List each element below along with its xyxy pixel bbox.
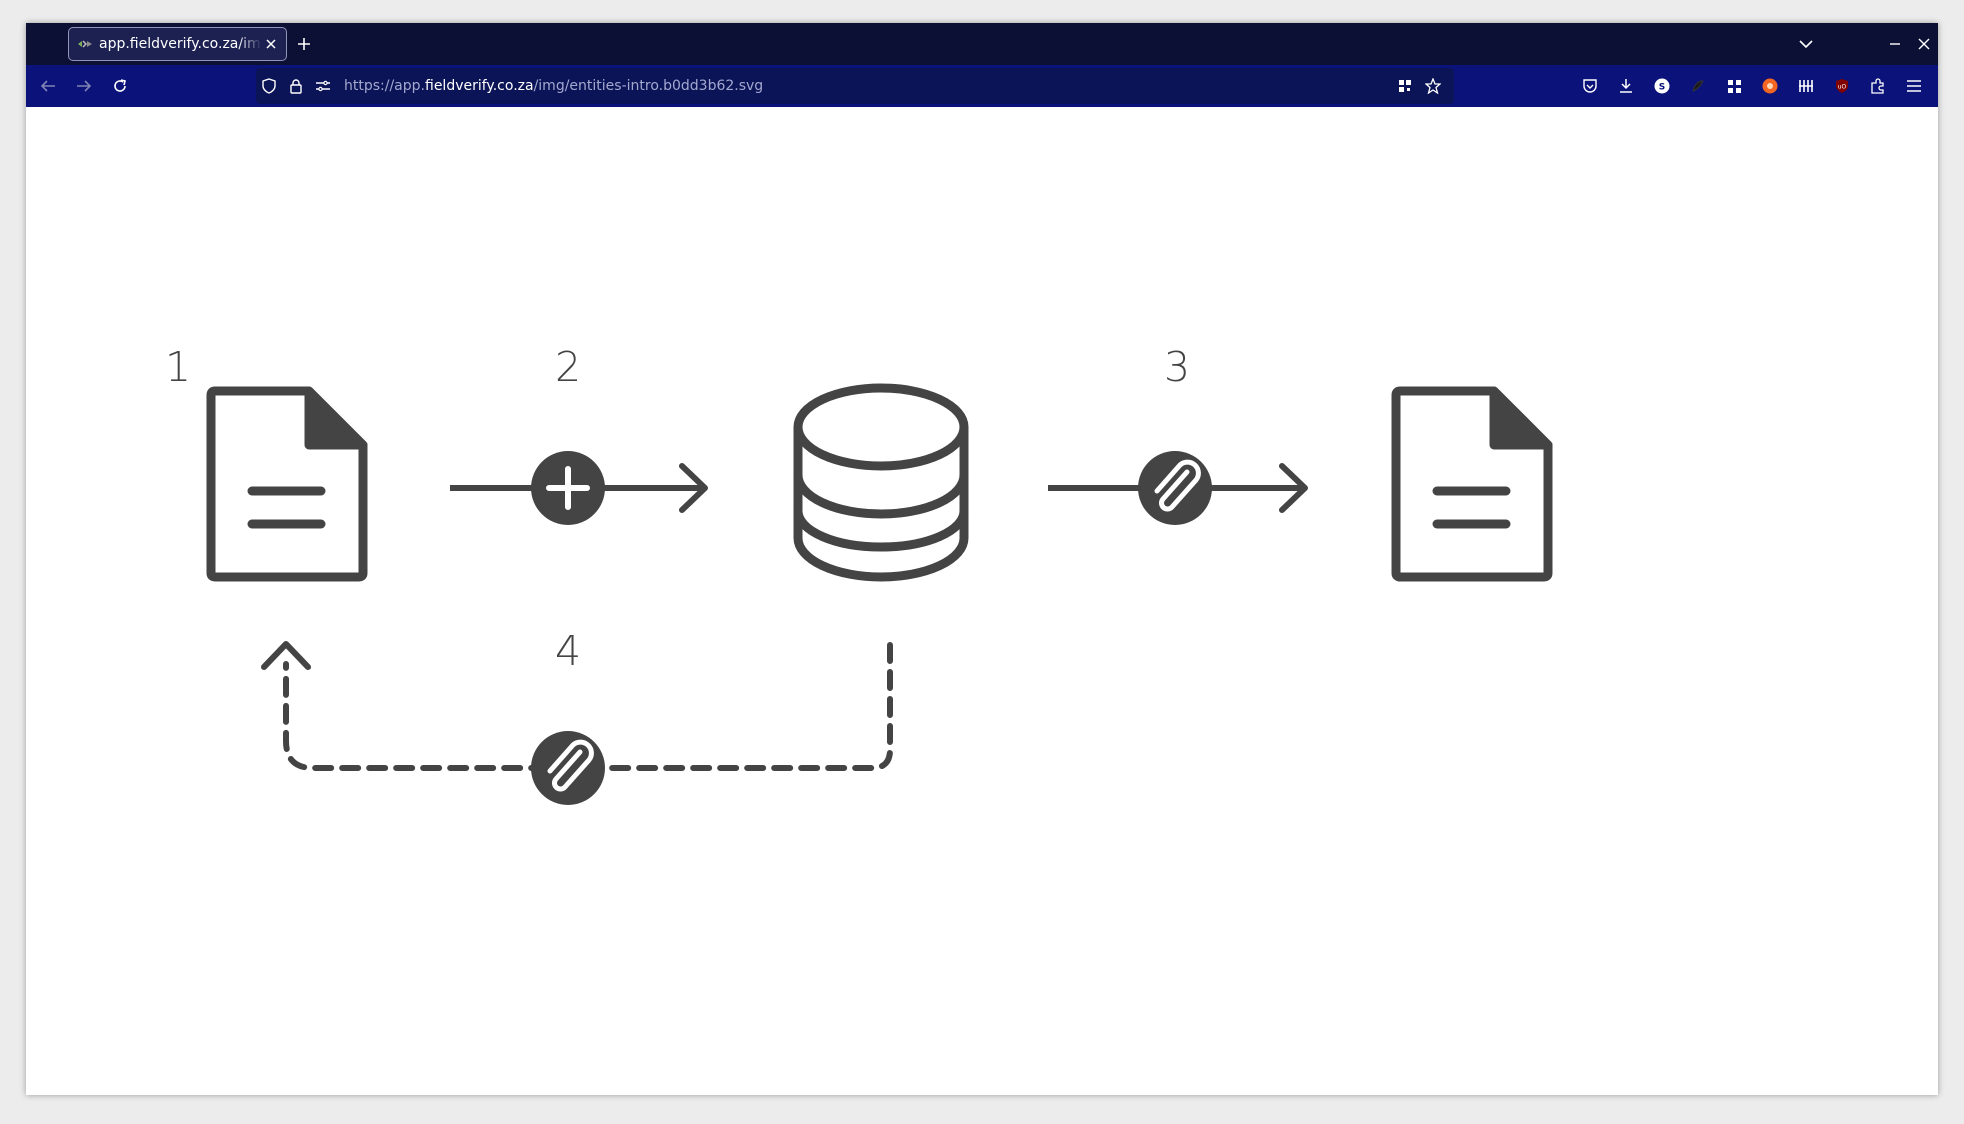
- new-tab-icon[interactable]: [295, 35, 313, 53]
- paperclip-icon: [1138, 451, 1212, 525]
- back-arrow-icon[interactable]: [39, 77, 57, 95]
- url-domain: fieldverify.co.za: [425, 78, 534, 94]
- paperclip-icon: [531, 731, 605, 805]
- hamburger-menu-icon[interactable]: [1905, 77, 1923, 95]
- browser-window: app.fieldverify.co.za/img/entities-intro…: [26, 23, 1938, 1095]
- pocket-icon[interactable]: [1581, 77, 1599, 95]
- forward-arrow-icon[interactable]: [75, 77, 93, 95]
- extension-bars-icon[interactable]: [1797, 77, 1815, 95]
- step-number-1: 1: [164, 343, 192, 391]
- url-path: /img/entities-intro.b0dd3b62.svg: [533, 78, 764, 94]
- account-icon[interactable]: S: [1653, 77, 1671, 95]
- svg-text:S: S: [1659, 83, 1665, 93]
- extension-orange-icon[interactable]: [1761, 77, 1779, 95]
- step-number-3: 3: [1163, 343, 1191, 391]
- svg-viewer: 1 2 3 4: [26, 107, 1938, 1095]
- document-icon: [1391, 386, 1553, 582]
- minimize-icon[interactable]: [1886, 35, 1904, 53]
- qr-code-icon[interactable]: [1396, 77, 1414, 95]
- extension-grid-icon[interactable]: [1725, 77, 1743, 95]
- reload-icon[interactable]: [111, 77, 129, 95]
- attach-connector: [1048, 451, 1308, 525]
- return-connector: [261, 641, 893, 805]
- url-bar[interactable]: https://app.fieldverify.co.za/img/entiti…: [256, 68, 1454, 104]
- close-tab-icon[interactable]: [264, 37, 278, 51]
- entities-intro-diagram: [206, 383, 1553, 805]
- shield-icon[interactable]: [260, 77, 278, 95]
- step-number-4: 4: [554, 627, 582, 675]
- active-tab[interactable]: app.fieldverify.co.za/img/entities-intro…: [68, 27, 287, 61]
- downloads-icon[interactable]: [1617, 77, 1635, 95]
- database-icon: [793, 383, 969, 582]
- url-text[interactable]: https://app.fieldverify.co.za/img/entiti…: [344, 68, 763, 104]
- permissions-icon[interactable]: [314, 77, 332, 95]
- plus-icon: [531, 451, 605, 525]
- extensions-puzzle-icon[interactable]: [1869, 77, 1887, 95]
- tab-title: app.fieldverify.co.za/img/entities-intro…: [99, 36, 262, 52]
- lock-icon[interactable]: [287, 77, 305, 95]
- svg-text:uO: uO: [1838, 84, 1847, 91]
- add-connector: [450, 451, 708, 525]
- bookmark-star-icon[interactable]: [1424, 77, 1442, 95]
- fieldverify-icon: [77, 39, 93, 49]
- document-icon: [206, 386, 368, 582]
- navigation-bar: https://app.fieldverify.co.za/img/entiti…: [26, 65, 1938, 107]
- extension-dark-reader-icon[interactable]: [1689, 77, 1707, 95]
- tab-bar: app.fieldverify.co.za/img/entities-intro…: [26, 23, 1938, 65]
- ublock-origin-icon[interactable]: uO: [1833, 77, 1851, 95]
- close-window-icon[interactable]: [1915, 35, 1933, 53]
- list-tabs-chevron-down-icon[interactable]: [1797, 35, 1815, 53]
- url-prefix: https://app.: [344, 78, 425, 94]
- step-number-2: 2: [554, 343, 582, 391]
